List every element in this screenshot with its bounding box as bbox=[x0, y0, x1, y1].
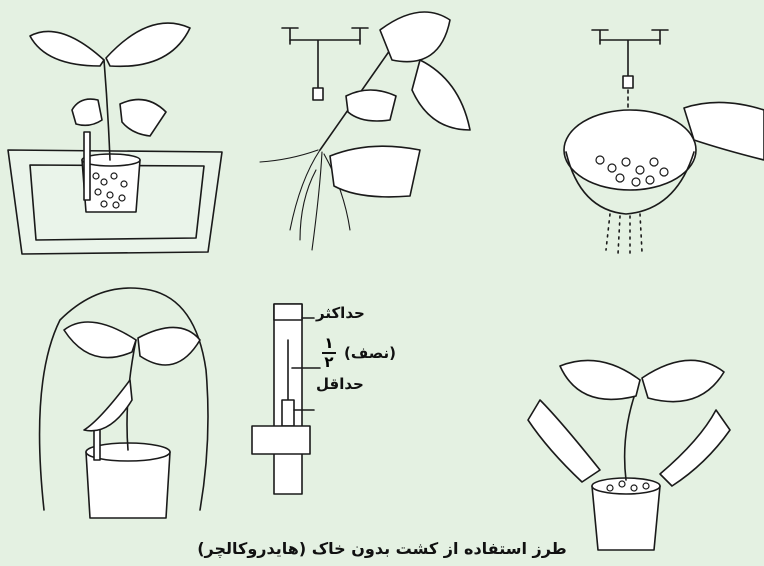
water-gauge-tube bbox=[84, 132, 90, 200]
sieve-rim bbox=[564, 110, 696, 190]
figure-caption: طرز استفاده از کشت بدون خاک (هایدروکالچر… bbox=[0, 539, 764, 558]
gauge-label-half-fraction: ۱ ۲ bbox=[322, 336, 336, 370]
leaf bbox=[560, 360, 640, 399]
leaf bbox=[64, 322, 136, 358]
faucet-pipe bbox=[600, 40, 660, 78]
gauge-label-half: (نصف) bbox=[344, 344, 396, 362]
faucet-spout bbox=[313, 88, 323, 100]
fraction-numerator: ۱ bbox=[324, 334, 333, 352]
panel-water-gauge bbox=[252, 304, 320, 494]
water-drips bbox=[606, 214, 642, 256]
fraction-denominator: ۲ bbox=[324, 353, 333, 371]
faucet-spout bbox=[623, 76, 633, 88]
faucet-pipe bbox=[290, 40, 360, 90]
gauge-label-min: حداقل bbox=[316, 375, 364, 393]
hand-left bbox=[528, 400, 600, 482]
hand-right bbox=[660, 410, 730, 486]
leaf bbox=[106, 23, 190, 66]
pot bbox=[86, 452, 170, 518]
hand-upper bbox=[346, 90, 396, 121]
stem bbox=[104, 60, 110, 160]
panel-rinsing-pebbles bbox=[564, 30, 764, 256]
gauge-label-max: حداکثر bbox=[316, 304, 365, 322]
leaf bbox=[30, 31, 104, 66]
panel-tray-planting bbox=[8, 23, 222, 254]
leaf bbox=[412, 60, 470, 130]
panel-washing-roots bbox=[260, 12, 470, 250]
gauge-base bbox=[252, 426, 310, 454]
hand-lower bbox=[330, 146, 420, 197]
panel-repotting bbox=[528, 360, 730, 550]
leaf bbox=[380, 12, 450, 62]
faucet-handle bbox=[282, 28, 368, 44]
leaf bbox=[138, 327, 200, 365]
hand-right bbox=[120, 100, 166, 137]
leaf bbox=[84, 380, 132, 431]
gauge-float bbox=[282, 400, 294, 426]
leaf bbox=[642, 360, 724, 401]
gauge-cap bbox=[274, 304, 302, 320]
hand-left bbox=[72, 99, 102, 125]
panel-covered-plant bbox=[40, 288, 208, 518]
faucet-handle bbox=[592, 30, 668, 44]
